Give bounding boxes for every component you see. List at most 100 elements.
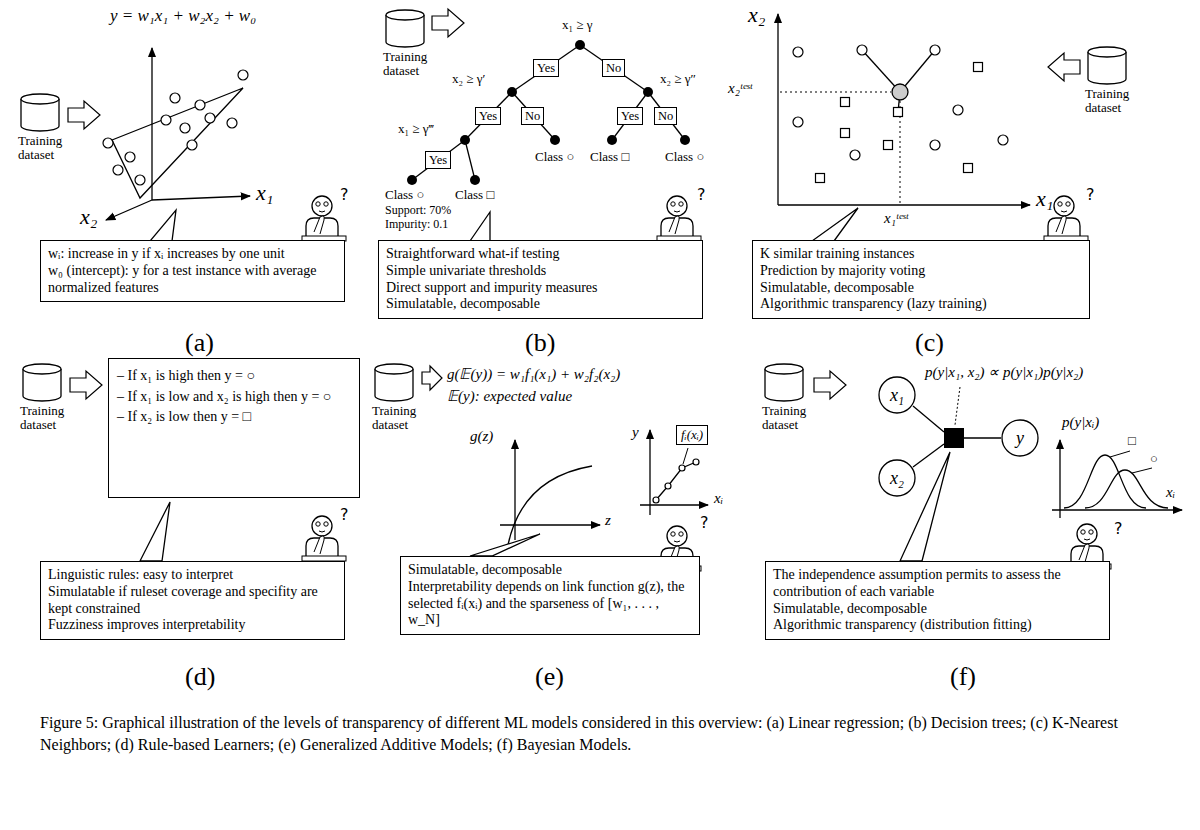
regression-plot <box>151 48 152 200</box>
caption: Figure 5: Graphical illustration of the … <box>40 712 1165 755</box>
node-text: Interpretability depends on link functio… <box>408 579 692 629</box>
node-text: – If x₂ is low then y = □ <box>117 408 351 426</box>
node-text: Simple univariate thresholds <box>386 263 695 280</box>
factor-square <box>944 428 964 448</box>
data-points <box>113 165 123 175</box>
formula: p(y|xᵢ) <box>1062 414 1099 431</box>
data-points <box>135 175 145 185</box>
data-points <box>227 118 237 128</box>
training-points <box>930 140 940 150</box>
tree-branches <box>612 92 648 140</box>
callout-box: Straightforward what-if testingSimple un… <box>378 240 703 319</box>
tree-dots <box>460 135 470 145</box>
data-points <box>103 138 113 148</box>
tree-label: Class □ <box>590 150 629 165</box>
data-points <box>125 152 135 162</box>
regression-plot <box>106 200 152 220</box>
dataset-cylinder: Training dataset <box>1085 45 1143 116</box>
cylinder-top <box>375 364 413 374</box>
node-text: Simulatable, decomposable <box>408 562 692 579</box>
callout-box: Linguistic rules: easy to interpretSimul… <box>40 561 345 640</box>
training-points <box>857 45 867 55</box>
block-arrow <box>814 371 846 399</box>
knn-axes <box>777 14 778 205</box>
cylinder-icon <box>18 92 62 134</box>
cylinder-top <box>386 10 424 20</box>
formula: xᵢ <box>1166 484 1175 501</box>
test-coordinate: x₁ᵗᵉˢᵗ <box>884 210 908 227</box>
tree-label: Class ○ <box>665 150 704 165</box>
dataset-cylinder: Training dataset <box>383 8 441 79</box>
link-function-plot <box>508 466 592 545</box>
leader-line <box>955 387 960 425</box>
node-text: – If x₁ is high then y = ○ <box>117 367 351 385</box>
branch-box: Yes <box>425 151 451 169</box>
branch-box: Yes <box>617 107 643 125</box>
dataset-cylinder: Training dataset <box>762 362 820 433</box>
node-text: Fuzziness improves interpretability <box>48 617 337 634</box>
shape-function-plot <box>683 448 688 464</box>
leaf-stat: Impurity: 0.1 <box>385 218 448 232</box>
factor-links <box>913 444 944 467</box>
node-text: wᵢ: increase in y if xᵢ increases by one… <box>48 246 337 263</box>
training-points <box>793 45 1008 183</box>
branch-box: No <box>521 107 544 125</box>
circle-shape <box>1002 420 1038 456</box>
tree-label: x₂ ≥ γ″ <box>660 72 696 87</box>
panel-label: (a) <box>185 328 214 358</box>
person-icon <box>302 196 346 241</box>
node-text: No <box>525 108 540 124</box>
node-text: The independence assumption permits to a… <box>773 567 1102 601</box>
callout-tail <box>470 212 490 241</box>
circle-shape <box>879 460 915 496</box>
shape-function-plot <box>640 504 708 505</box>
node-text: – If x₁ is low and x₂ is high then y = ○ <box>117 388 351 406</box>
branch-box: No <box>602 59 625 77</box>
tree-dots <box>550 135 560 145</box>
tree-branches <box>412 140 465 180</box>
panel-label: (e) <box>535 662 564 692</box>
tree-dots <box>643 87 653 97</box>
formula: 𝔼(y): expected value <box>447 388 572 405</box>
tree-branches <box>512 45 580 92</box>
training-points <box>964 164 973 173</box>
node-text: Yes <box>621 108 639 124</box>
tree-label: x₂ ≥ γ′ <box>452 72 485 87</box>
neighbor-links <box>862 50 935 112</box>
formula: y = w₁x₁ + w₂x₂ + w₀ <box>110 6 256 26</box>
callout-box: K similar training instancesPrediction b… <box>752 240 1090 319</box>
node-text: x₁ <box>890 385 904 406</box>
function-points <box>679 465 685 471</box>
panel-label: (c) <box>915 328 944 358</box>
question-mark: ? <box>340 506 349 524</box>
node-text: Simulatable, decomposable <box>773 601 1102 618</box>
training-points <box>884 141 893 150</box>
question-mark: ? <box>340 186 349 204</box>
callout-box: The independence assumption permits to a… <box>765 561 1110 640</box>
function-points <box>665 483 671 489</box>
tree-branches <box>412 45 685 180</box>
data-points <box>205 113 215 123</box>
formula: y <box>632 424 639 441</box>
formula: g(𝔼(y)) = w₁f₁(x₁) + w₂f₂(x₂) <box>447 366 620 383</box>
knn-axes <box>778 204 1030 205</box>
likelihood-plot <box>1132 468 1152 473</box>
knn-axes <box>778 14 1030 205</box>
shape-function-plot <box>656 462 696 500</box>
node-text: Direct support and impurity measures <box>386 280 695 297</box>
node-text: Algorithmic transparency (distribution f… <box>773 617 1102 634</box>
node-text: No <box>606 60 621 76</box>
node-text: Algorithmic transparency (lazy training) <box>760 296 1082 313</box>
rule-box: – If x₁ is high then y = ○ – If x₁ is low… <box>108 358 360 498</box>
person-icon <box>657 196 701 241</box>
dataset-cylinder: Training dataset <box>18 92 76 163</box>
guide-lines <box>780 92 900 204</box>
formula: p(y|x₁, x₂) ∝ p(y|x₁)p(y|x₂) <box>925 364 1083 381</box>
regression-plot <box>106 48 250 220</box>
tree-dots <box>407 175 417 185</box>
node-text: Yes <box>429 152 447 168</box>
block-arrow <box>68 101 100 129</box>
function-points <box>693 459 699 465</box>
block-arrow <box>422 366 442 390</box>
cylinder-top <box>23 364 61 374</box>
